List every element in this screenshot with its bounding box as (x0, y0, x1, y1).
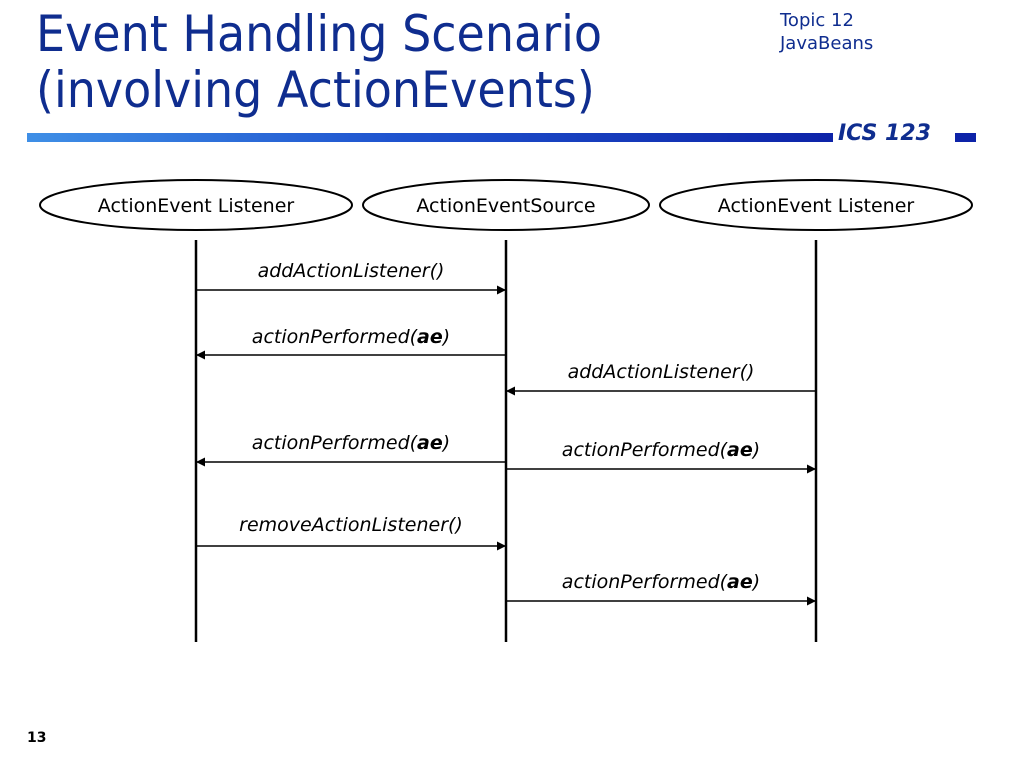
message-7: actionPerformed(ae) (506, 571, 816, 606)
slide-title: Event Handling Scenario (involving Actio… (36, 6, 698, 118)
message-3: addActionListener() (506, 361, 816, 396)
slide-title-line1: Event Handling Scenario (36, 5, 603, 63)
messages: addActionListener() actionPerformed(ae) ad… (196, 260, 816, 606)
message-label: actionPerformed(ae) (562, 439, 760, 461)
message-label: addActionListener() (568, 361, 755, 383)
header-rule (27, 133, 833, 142)
actor-label: ActionEvent Listener (98, 195, 295, 217)
page-number: 13 (27, 730, 47, 746)
slide-title-line2: (involving ActionEvents) (36, 61, 595, 119)
course-label: ICS 123 (838, 121, 931, 146)
actor-label: ActionEventSource (416, 195, 595, 217)
actor-1: ActionEvent Listener (39, 179, 353, 642)
message-label: actionPerformed(ae) (252, 432, 450, 454)
actor-ellipse (659, 179, 973, 231)
actor-label: ActionEvent Listener (718, 195, 915, 217)
message-2: actionPerformed(ae) (196, 326, 506, 360)
message-label: removeActionListener() (239, 514, 463, 536)
message-label: addActionListener() (258, 260, 445, 282)
topic-label: Topic 12 JavaBeans (780, 9, 873, 55)
topic-line2: JavaBeans (780, 33, 874, 54)
topic-line1: Topic 12 (780, 10, 854, 31)
actor-ellipse (39, 179, 353, 231)
actor-2: ActionEventSource (362, 179, 650, 642)
actor-3: ActionEvent Listener (659, 179, 973, 642)
actors: ActionEvent Listener ActionEventSource Act… (39, 179, 973, 642)
message-label: actionPerformed(ae) (562, 571, 760, 593)
actor-ellipse (362, 179, 650, 231)
message-4: actionPerformed(ae) (196, 432, 506, 467)
header-rule-end (955, 133, 976, 142)
message-6: removeActionListener() (196, 514, 506, 551)
message-1: addActionListener() (196, 260, 506, 295)
message-label: actionPerformed(ae) (252, 326, 450, 348)
message-5: actionPerformed(ae) (506, 439, 816, 474)
